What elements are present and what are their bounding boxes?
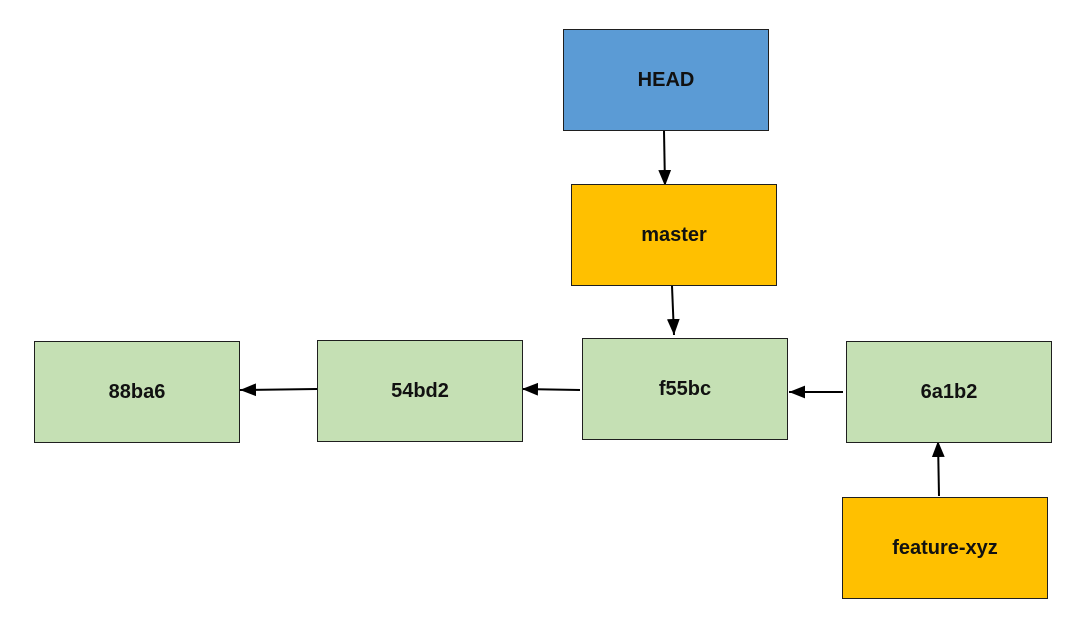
commit-6a1b2-label: 6a1b2 <box>920 380 978 403</box>
commit-88ba6-label: 88ba6 <box>108 380 166 403</box>
commit-54bd2[interactable]: 54bd2 <box>317 340 523 442</box>
arrow-feature-to-6a1b2 <box>931 440 945 497</box>
commit-88ba6[interactable]: 88ba6 <box>34 341 240 443</box>
branch-feature-xyz-label: feature-xyz <box>892 536 998 559</box>
arrow-master-to-f55bc <box>666 285 680 336</box>
commit-f55bc[interactable]: f55bc <box>582 338 788 440</box>
branch-master[interactable]: master <box>571 184 777 286</box>
commit-f55bc-label: f55bc <box>658 377 712 400</box>
head-pointer[interactable]: HEAD <box>563 29 769 131</box>
arrow-54bd2-to-88ba6 <box>239 383 318 397</box>
head-label: HEAD <box>637 68 695 91</box>
commit-6a1b2[interactable]: 6a1b2 <box>846 341 1052 443</box>
arrow-head-to-master <box>658 130 672 187</box>
branch-master-label: master <box>641 223 707 246</box>
commit-54bd2-label: 54bd2 <box>391 379 449 402</box>
arrow-f55bc-to-54bd2 <box>521 382 581 396</box>
branch-feature-xyz[interactable]: feature-xyz <box>842 497 1048 599</box>
